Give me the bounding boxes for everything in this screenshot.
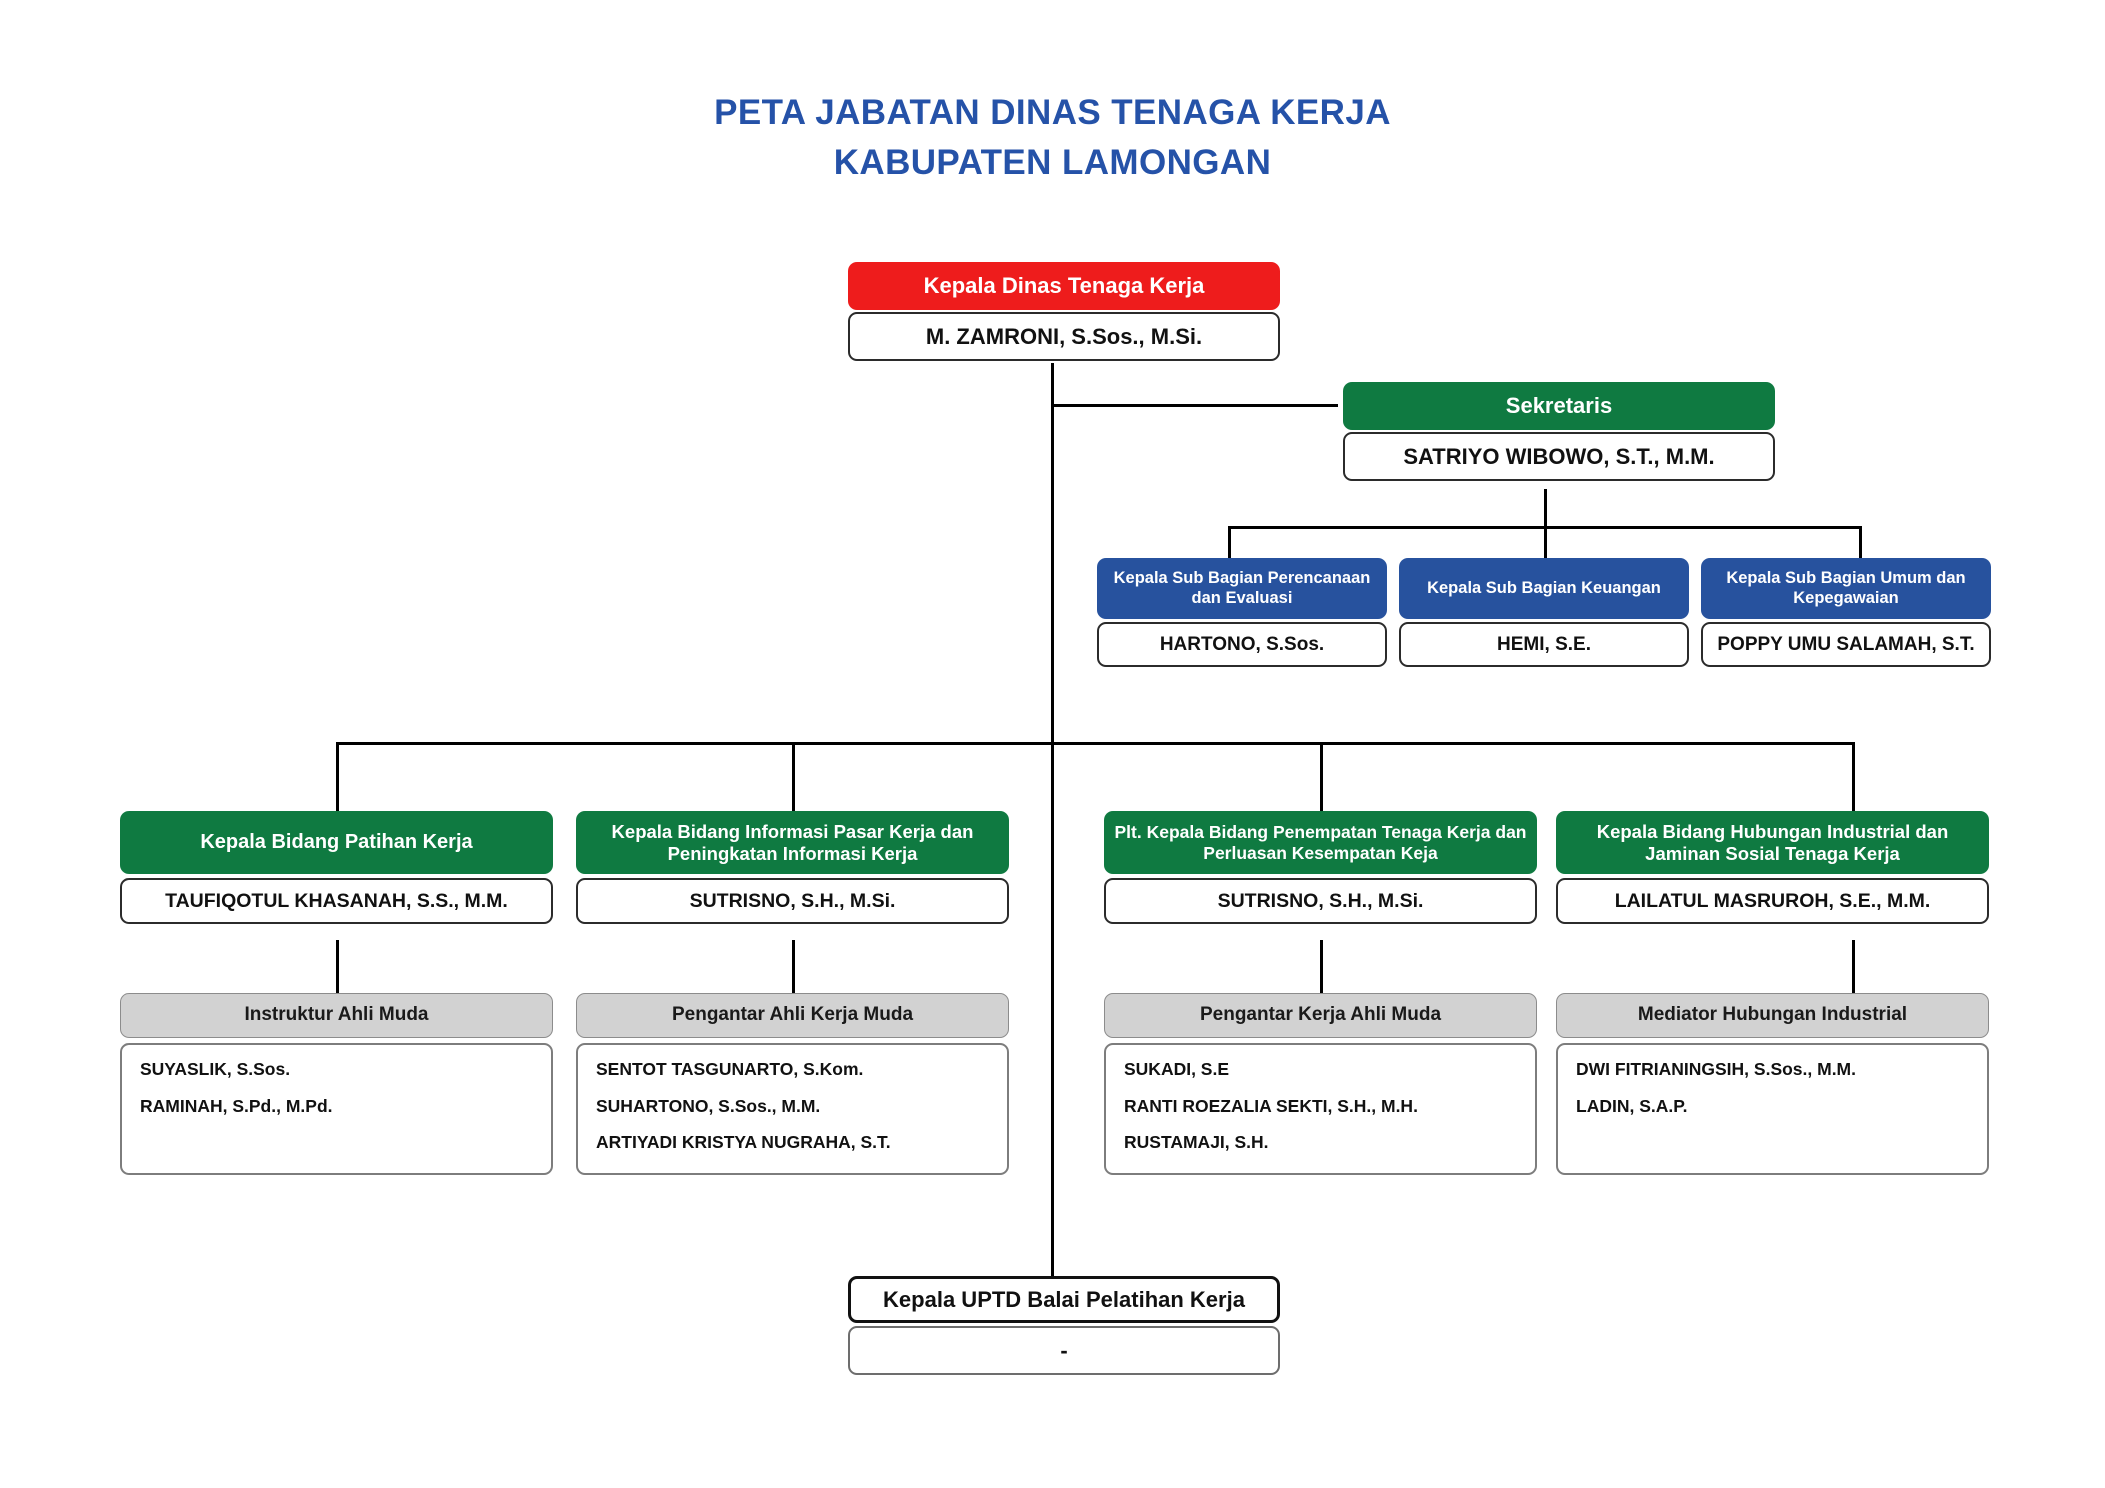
staff-item: LADIN, S.A.P.: [1576, 1095, 1688, 1116]
staff-item: SUYASLIK, S.Sos.: [140, 1059, 291, 1079]
connector-bidang-bus: [336, 742, 1855, 745]
bidang-name-4: LAILATUL MASRUROH, S.E., M.M.: [1556, 878, 1989, 924]
connector-functional-1: [336, 940, 339, 993]
bidang-name-1: TAUFIQOTUL KHASANAH, S.S., M.M.: [120, 878, 553, 924]
node-subbagian-keuangan[interactable]: Kepala Sub Bagian Keuangan HEMI, S.E.: [1399, 558, 1689, 667]
functional-title-4: Mediator Hubungan Industrial: [1556, 993, 1989, 1038]
functional-title-1: Instruktur Ahli Muda: [120, 993, 553, 1038]
subbagian-name-3: POPPY UMU SALAMAH, S.T.: [1701, 622, 1991, 667]
staff-list-1[interactable]: SUYASLIK, S.Sos. RAMINAH, S.Pd., M.Pd.: [120, 1043, 553, 1175]
bidang-title-3: Plt. Kepala Bidang Penempatan Tenaga Ker…: [1104, 811, 1537, 874]
bidang-title-2: Kepala Bidang Informasi Pasar Kerja dan …: [576, 811, 1009, 874]
connector-functional-2: [792, 940, 795, 993]
page-title: PETA JABATAN DINAS TENAGA KERJA KABUPATE…: [0, 88, 2105, 188]
node-bidang-penempatan-tenaga-kerja[interactable]: Plt. Kepala Bidang Penempatan Tenaga Ker…: [1104, 811, 1537, 924]
kepala-dinas-title: Kepala Dinas Tenaga Kerja: [848, 262, 1280, 310]
connector-bidang-drop-3: [1320, 742, 1323, 811]
connector-head-to-secretary: [1051, 404, 1338, 407]
spine-main-vertical: [1051, 363, 1054, 1276]
staff-list-2[interactable]: SENTOT TASGUNARTO, S.Kom. SUHARTONO, S.S…: [576, 1043, 1009, 1175]
connector-bidang-drop-1: [336, 742, 339, 811]
node-uptd-balai-pelatihan-kerja[interactable]: Kepala UPTD Balai Pelatihan Kerja -: [848, 1276, 1280, 1375]
connector-subbagian-drop-1: [1228, 526, 1231, 558]
node-kepala-dinas[interactable]: Kepala Dinas Tenaga Kerja M. ZAMRONI, S.…: [848, 262, 1280, 361]
functional-title-2: Pengantar Ahli Kerja Muda: [576, 993, 1009, 1038]
bidang-title-4: Kepala Bidang Hubungan Industrial dan Ja…: [1556, 811, 1989, 874]
bidang-name-2: SUTRISNO, S.H., M.Si.: [576, 878, 1009, 924]
staff-list-4[interactable]: DWI FITRIANINGSIH, S.Sos., M.M. LADIN, S…: [1556, 1043, 1989, 1175]
connector-bidang-drop-2: [792, 742, 795, 811]
node-bidang-patihan-kerja[interactable]: Kepala Bidang Patihan Kerja TAUFIQOTUL K…: [120, 811, 553, 924]
connector-bidang-drop-4: [1852, 742, 1855, 811]
connector-secretary-drop: [1544, 489, 1547, 555]
subbagian-name-1: HARTONO, S.Sos.: [1097, 622, 1387, 667]
node-subbagian-umum-kepegawaian[interactable]: Kepala Sub Bagian Umum dan Kepegawaian P…: [1701, 558, 1991, 667]
staff-item: DWI FITRIANINGSIH, S.Sos., M.M.: [1576, 1059, 1856, 1079]
connector-subbagian-drop-2: [1544, 526, 1547, 558]
subbagian-title-2: Kepala Sub Bagian Keuangan: [1399, 558, 1689, 619]
node-sekretaris[interactable]: Sekretaris SATRIYO WIBOWO, S.T., M.M.: [1343, 382, 1775, 481]
staff-item: SENTOT TASGUNARTO, S.Kom.: [596, 1059, 864, 1079]
staff-item: ARTIYADI KRISTYA NUGRAHA, S.T.: [596, 1132, 891, 1152]
sekretaris-title: Sekretaris: [1343, 382, 1775, 430]
functional-title-3: Pengantar Kerja Ahli Muda: [1104, 993, 1537, 1038]
title-line-1: PETA JABATAN DINAS TENAGA KERJA: [714, 93, 1391, 132]
uptd-title: Kepala UPTD Balai Pelatihan Kerja: [848, 1276, 1280, 1323]
sekretaris-name: SATRIYO WIBOWO, S.T., M.M.: [1343, 432, 1775, 481]
bidang-title-1: Kepala Bidang Patihan Kerja: [120, 811, 553, 874]
staff-item: RUSTAMAJI, S.H.: [1124, 1132, 1269, 1152]
title-line-2: KABUPATEN LAMONGAN: [833, 143, 1272, 182]
node-bidang-hubungan-industrial[interactable]: Kepala Bidang Hubungan Industrial dan Ja…: [1556, 811, 1989, 924]
bidang-name-3: SUTRISNO, S.H., M.Si.: [1104, 878, 1537, 924]
subbagian-title-3: Kepala Sub Bagian Umum dan Kepegawaian: [1701, 558, 1991, 619]
connector-functional-4: [1852, 940, 1855, 993]
connector-subbagian-drop-3: [1859, 526, 1862, 558]
subbagian-title-1: Kepala Sub Bagian Perencanaan dan Evalua…: [1097, 558, 1387, 619]
staff-item: RANTI ROEZALIA SEKTI, S.H., M.H.: [1124, 1095, 1418, 1116]
kepala-dinas-name: M. ZAMRONI, S.Sos., M.Si.: [848, 312, 1280, 361]
connector-functional-3: [1320, 940, 1323, 993]
node-bidang-informasi-pasar-kerja[interactable]: Kepala Bidang Informasi Pasar Kerja dan …: [576, 811, 1009, 924]
subbagian-name-2: HEMI, S.E.: [1399, 622, 1689, 667]
staff-item: RAMINAH, S.Pd., M.Pd.: [140, 1095, 333, 1116]
staff-item: SUHARTONO, S.Sos., M.M.: [596, 1095, 821, 1116]
uptd-name: -: [848, 1326, 1280, 1375]
staff-list-3[interactable]: SUKADI, S.E RANTI ROEZALIA SEKTI, S.H., …: [1104, 1043, 1537, 1175]
node-subbagian-perencanaan[interactable]: Kepala Sub Bagian Perencanaan dan Evalua…: [1097, 558, 1387, 667]
staff-item: SUKADI, S.E: [1124, 1059, 1230, 1079]
